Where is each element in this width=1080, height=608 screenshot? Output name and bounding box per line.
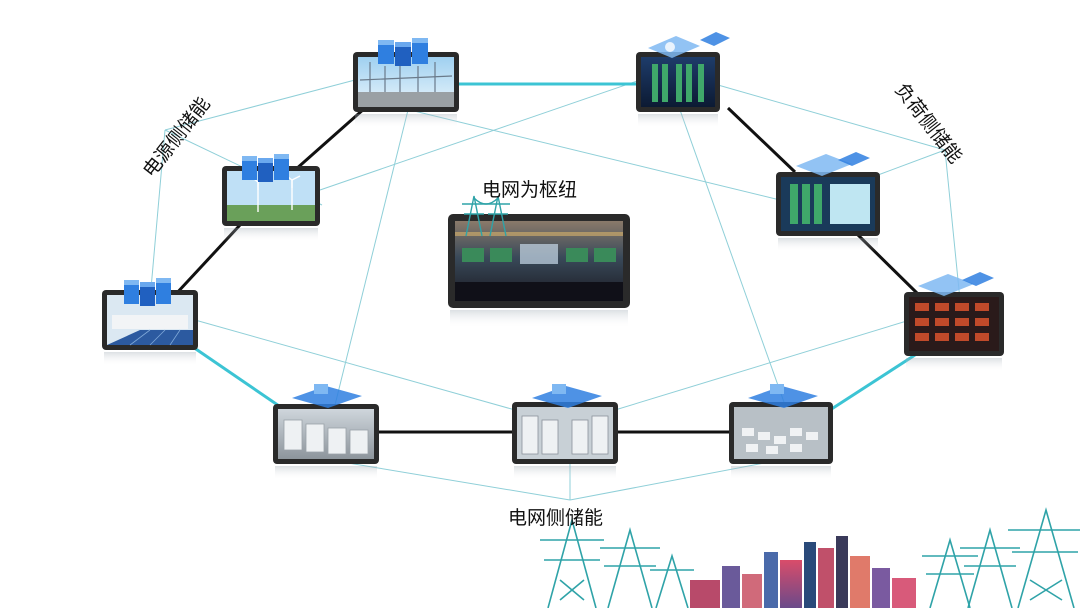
city-skyline-icon — [690, 536, 916, 608]
tablet-data-center-2 — [776, 172, 880, 252]
thin-link — [614, 319, 911, 411]
thin-link — [409, 109, 781, 201]
server-cubes-icon — [378, 38, 428, 66]
thin-link — [164, 79, 356, 131]
black-link — [726, 106, 797, 174]
tablet-battery-rack — [904, 292, 1004, 372]
thin-link — [149, 129, 166, 301]
storage-platform-icon — [532, 384, 602, 408]
tablet-battery-hall — [512, 402, 618, 480]
tablet-data-center-1 — [636, 52, 720, 128]
storage-platform-icon — [748, 384, 818, 408]
thin-link — [877, 149, 946, 176]
grid-hub-label: 电网为枢纽 — [482, 179, 578, 201]
thin-link-group — [149, 79, 961, 501]
transmission-tower-icon — [462, 195, 510, 237]
tablet-container-yard — [273, 404, 379, 480]
cyan-link — [829, 353, 916, 412]
grid-side-storage-label: 电网侧储能 — [508, 507, 604, 529]
black-link — [294, 106, 366, 172]
holo-panel-icon — [918, 272, 994, 296]
tablet-solar-plant — [102, 290, 198, 366]
server-cubes-icon — [124, 278, 171, 306]
thin-link — [319, 79, 641, 191]
holo-panel-icon — [796, 152, 870, 176]
transmission-tower-icon — [540, 507, 1080, 608]
holo-panel-icon — [648, 32, 730, 58]
thin-link — [717, 84, 946, 151]
tablet-control-room — [448, 214, 630, 328]
storage-platform-icon — [292, 384, 362, 408]
cyan-link — [189, 343, 286, 412]
thin-link — [944, 149, 961, 301]
thin-link — [334, 109, 409, 406]
thin-link — [679, 109, 786, 406]
server-cubes-icon — [242, 154, 289, 182]
cyan-link-group — [189, 82, 916, 412]
tablet-storage-farm — [729, 402, 833, 480]
thin-link — [194, 319, 516, 411]
